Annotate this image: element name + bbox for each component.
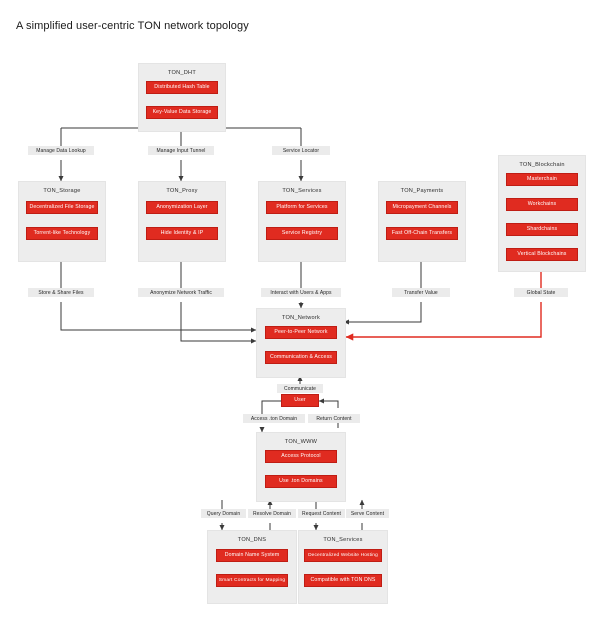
cluster-ton-services: TON_Services Platform for Services Servi… [258, 181, 346, 262]
cluster-ton-payments: TON_Payments Micropayment Channels Fast … [378, 181, 466, 262]
cluster-title: TON_Blockchain [519, 162, 565, 168]
cluster-title: TON_DHT [167, 70, 197, 76]
cluster-ton-blockchain: TON_Blockchain Masterchain Workchains Sh… [498, 155, 586, 272]
node-micropayment-channels[interactable]: Micropayment Channels [386, 201, 458, 214]
edge-label-query-domain: Query Domain [201, 509, 246, 518]
edge-label-communicate: Communicate [277, 384, 323, 393]
edge-label-anonymize-network-traffic: Anonymize Network Traffic [138, 288, 224, 297]
cluster-ton-www: TON_WWW Access Protocol Use .ton Domains [256, 432, 346, 502]
cluster-title: TON_DNS [237, 537, 267, 543]
cluster-title: TON_Storage [43, 188, 81, 194]
cluster-ton-dns: TON_DNS Domain Name System Smart Contrac… [207, 530, 297, 604]
cluster-ton-services-hosting: TON_Services Decentralized Website Hosti… [298, 530, 388, 604]
node-compatible-with-ton-dns[interactable]: Compatible with TON DNS [304, 574, 382, 587]
edge-label-request-content: Request Content [298, 509, 345, 518]
node-platform-for-services[interactable]: Platform for Services [266, 201, 338, 214]
node-use-ton-domains[interactable]: Use .ton Domains [265, 475, 337, 488]
node-masterchain[interactable]: Masterchain [506, 173, 578, 186]
node-anonymization-layer[interactable]: Anonymization Layer [146, 201, 218, 214]
cluster-ton-proxy: TON_Proxy Anonymization Layer Hide Ident… [138, 181, 226, 262]
cluster-ton-network: TON_Network Peer-to-Peer Network Communi… [256, 308, 346, 378]
node-service-registry[interactable]: Service Registry [266, 227, 338, 240]
edge-label-service-locator: Service Locator [272, 146, 330, 155]
cluster-ton-dht: TON_DHT Distributed Hash Table Key-Value… [138, 63, 226, 132]
cluster-title: TON_Services [282, 188, 322, 194]
node-decentralized-file-storage[interactable]: Decentralized File Storage [26, 201, 98, 214]
node-smart-contracts-for-mapping[interactable]: Smart Contracts for Mapping [216, 574, 288, 587]
edge-label-return-content: Return Content [308, 414, 360, 423]
page-title: A simplified user-centric TON network to… [16, 20, 249, 32]
node-communication-access[interactable]: Communication & Access [265, 351, 337, 364]
node-access-protocol[interactable]: Access Protocol [265, 450, 337, 463]
edge-label-transfer-value: Transfer Value [392, 288, 450, 297]
node-workchains[interactable]: Workchains [506, 198, 578, 211]
cluster-title: TON_Services [323, 537, 363, 543]
edge-label-store-share-files: Store & Share Files [28, 288, 94, 297]
node-fast-off-chain-transfers[interactable]: Fast Off-Chain Transfers [386, 227, 458, 240]
node-decentralized-website-hosting[interactable]: Decentralized Website Hosting [304, 549, 382, 562]
node-hide-identity-ip[interactable]: Hide Identity & IP [146, 227, 218, 240]
node-distributed-hash-table[interactable]: Distributed Hash Table [146, 81, 218, 94]
cluster-title: TON_Network [281, 315, 321, 321]
node-peer-to-peer-network[interactable]: Peer-to-Peer Network [265, 326, 337, 339]
cluster-ton-storage: TON_Storage Decentralized File Storage T… [18, 181, 106, 262]
cluster-title: TON_Payments [400, 188, 444, 194]
node-vertical-blockchains[interactable]: Vertical Blockchains [506, 248, 578, 261]
edge-label-access-ton-domain: Access .ton Domain [243, 414, 305, 423]
edge-label-serve-content: Serve Content [346, 509, 389, 518]
cluster-title: TON_Proxy [166, 188, 198, 194]
cluster-title: TON_WWW [284, 439, 318, 445]
node-key-value-data-storage[interactable]: Key-Value Data Storage [146, 106, 218, 119]
node-domain-name-system[interactable]: Domain Name System [216, 549, 288, 562]
node-user[interactable]: User [281, 394, 319, 407]
edge-label-global-state: Global State [514, 288, 568, 297]
edge-label-interact-with-users-apps: Interact with Users & Apps [261, 288, 341, 297]
node-torrent-like-technology[interactable]: Torrent-like Technology [26, 227, 98, 240]
edge-label-manage-data-lookup: Manage Data Lookup [28, 146, 94, 155]
edge-label-manage-input-tunnel: Manage Input Tunnel [148, 146, 214, 155]
node-shardchains[interactable]: Shardchains [506, 223, 578, 236]
edge-label-resolve-domain: Resolve Domain [248, 509, 296, 518]
